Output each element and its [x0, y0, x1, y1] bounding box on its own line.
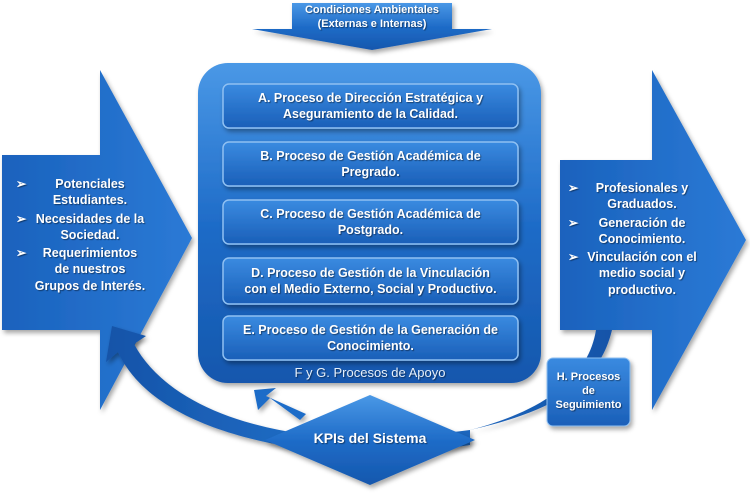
- process-e: E. Proceso de Gestión de la Generación d…: [243, 322, 498, 353]
- output-item: ➢Vinculación con el medio social y produ…: [568, 250, 697, 297]
- environment-conditions-label: Condiciones Ambientales (Externas e Inte…: [292, 4, 452, 30]
- environment-line2: (Externas e Internas): [317, 18, 427, 30]
- output-item: ➢Profesionales y Graduados.: [568, 181, 689, 212]
- input-item: ➢Requerimientos de nuestros Grupos de In…: [16, 246, 146, 293]
- kpi-diamond: [265, 395, 475, 485]
- top-down-arrow: [252, 3, 492, 50]
- output-item: ➢Generación de Conocimiento.: [568, 215, 686, 246]
- feedback-curve: [106, 326, 612, 453]
- left-input-arrow: [2, 70, 192, 410]
- inputs-list: ➢Potenciales Estudiantes. ➢Necesidades d…: [14, 176, 146, 296]
- support-processes-label: F y G. Procesos de Apoyo: [294, 364, 446, 380]
- monitoring-label: H. Procesos de Seguimiento: [555, 371, 622, 411]
- environment-line1: Condiciones Ambientales: [304, 4, 440, 17]
- small-up-arrow: [254, 388, 306, 420]
- input-item: ➢Necesidades de la Sociedad.: [16, 211, 145, 242]
- monitoring-box: [546, 357, 631, 427]
- input-item: ➢Potenciales Estudiantes.: [16, 177, 128, 208]
- outputs-list: ➢Profesionales y Graduados. ➢Generación …: [566, 180, 698, 300]
- right-output-arrow: [560, 70, 746, 410]
- kpi-label: KPIs del Sistema: [313, 430, 427, 447]
